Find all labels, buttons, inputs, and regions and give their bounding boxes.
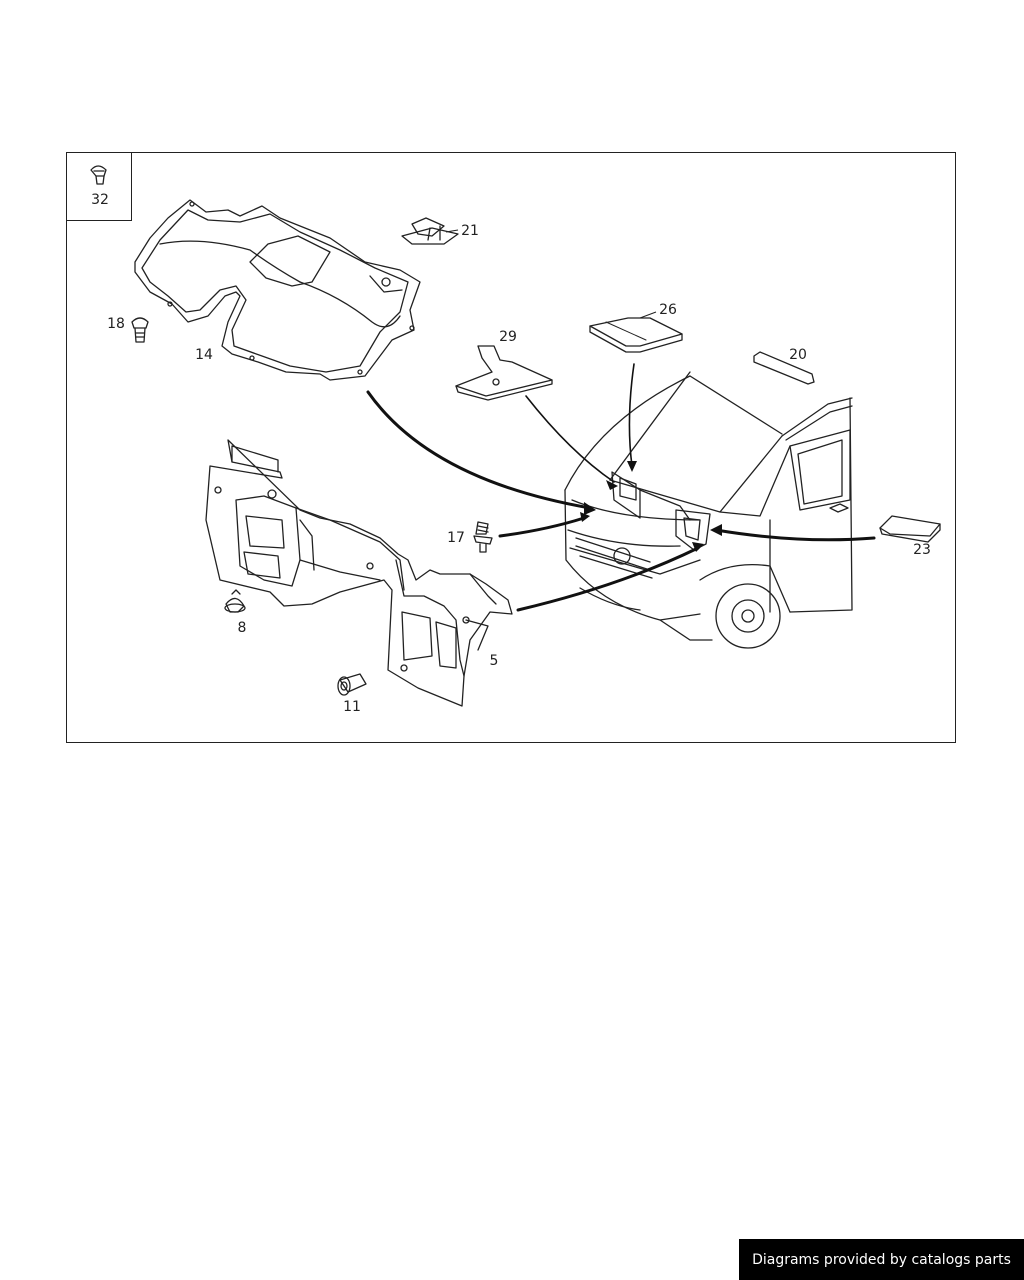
label-20: 20 xyxy=(789,347,807,363)
label-5: 5 xyxy=(490,653,499,669)
label-21: 21 xyxy=(461,223,479,239)
leader-lines xyxy=(445,229,657,319)
part-18-clip xyxy=(131,317,149,343)
label-32: 32 xyxy=(91,192,109,208)
part-26-pad xyxy=(589,317,683,353)
part-5-firewall-insulation xyxy=(205,439,513,707)
inset-box-part-32 xyxy=(67,153,132,221)
arrow-heads xyxy=(580,461,722,552)
label-23: 23 xyxy=(913,542,931,558)
part-20-strip xyxy=(753,351,815,385)
label-26: 26 xyxy=(659,302,677,318)
label-17: 17 xyxy=(447,530,465,546)
part-11-plug xyxy=(337,673,367,696)
label-11: 11 xyxy=(343,699,361,715)
label-14: 14 xyxy=(195,347,213,363)
label-8: 8 xyxy=(238,620,247,636)
part-29-pad xyxy=(455,345,553,401)
label-29: 29 xyxy=(499,329,517,345)
van-front-view xyxy=(564,371,853,649)
assembly-arrows xyxy=(366,363,876,612)
part-23-pad xyxy=(879,515,941,543)
part-17-clip xyxy=(473,521,493,553)
diagram-frame xyxy=(66,152,956,743)
diagram-credit-banner: Diagrams provided by catalogs parts xyxy=(739,1239,1024,1280)
part-14-insulation-mat xyxy=(134,199,421,381)
part-21-bracket xyxy=(401,217,459,245)
label-18: 18 xyxy=(107,316,125,332)
part-8-grommet xyxy=(224,589,246,613)
part-32-clip xyxy=(90,165,107,185)
